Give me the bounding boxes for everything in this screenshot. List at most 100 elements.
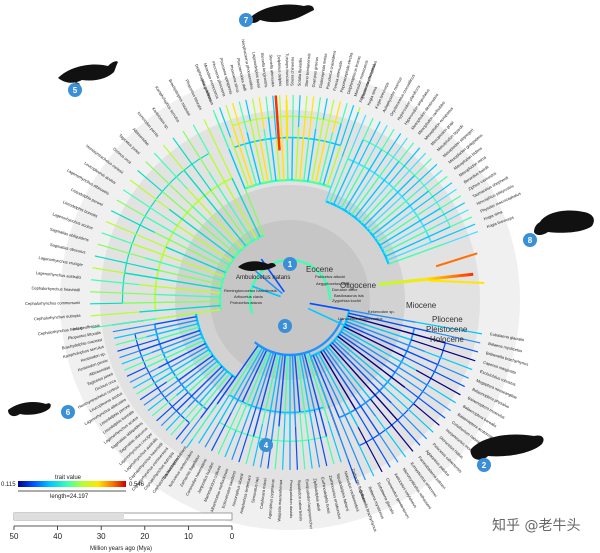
stem-radial-2	[255, 270, 283, 295]
era-label-pleistocene: Pleistocene	[426, 325, 468, 334]
river-dolphin-clade-backbone	[194, 313, 237, 379]
mysticete-clade-tip-branch	[424, 350, 473, 371]
delphinid-clade-branch	[132, 243, 225, 278]
physeter-branch	[435, 252, 478, 268]
mysticete-clade-tip-branch	[357, 426, 383, 473]
mysticete-clade-tip-branch	[415, 321, 483, 335]
stem-odontocete-clade-tip-branch	[327, 405, 349, 460]
ziphiid-clade-tip-branch	[436, 209, 469, 227]
river-dolphin-clade-tip-branch	[117, 338, 159, 352]
tip-label: Lagenorhynchus australis	[36, 270, 82, 280]
mysticete-clade-branch	[315, 353, 360, 446]
delphinoid-top-clade-branch	[303, 138, 310, 181]
tip-label: Tursiops truncatus	[285, 53, 291, 86]
tip-label: Stenella longirostris	[260, 52, 269, 87]
delphinid-clade-branch	[158, 269, 222, 286]
delphinid-clade-branch	[183, 169, 247, 247]
stem-odontocete-clade-branch	[255, 352, 275, 408]
delphinid-clade-branch	[231, 177, 261, 238]
ziphiid-clade-tip-branch	[414, 158, 432, 176]
ziphiid-clade-branch	[336, 163, 360, 207]
highlight-yellow-branch	[285, 100, 289, 141]
ziphiid-clade-branch	[344, 149, 383, 211]
delphinoid-top-clade-branch	[229, 137, 250, 188]
river-dolphin-clade-tip-branch	[121, 352, 152, 365]
tip-label: Stenella attenuata	[268, 54, 276, 87]
river-dolphin-clade-tip-branch	[165, 406, 189, 431]
clade-badge-1: 1	[283, 257, 297, 271]
delphinid-clade-tip-branch	[90, 302, 123, 305]
delphinid-clade-branch	[139, 304, 221, 313]
river-dolphin-clade-tip-branch	[139, 381, 168, 401]
delphinid-clade-tip-branch	[182, 130, 210, 173]
watermark: 知乎 @老牛头	[492, 517, 580, 534]
mysticete-clade-tip-branch	[397, 419, 421, 446]
mysticete-clade-branch	[317, 352, 359, 428]
river-dolphin-clade-branch	[200, 375, 234, 419]
ziphiid-clade-tip-branch	[358, 121, 381, 165]
stem-radial-5	[307, 307, 350, 329]
ziphiid-clade-branch	[363, 174, 416, 227]
legend-colorbar	[18, 481, 126, 487]
tip-label: Steno bredanensis	[304, 53, 312, 87]
porpoise-silhouette-icon-6	[8, 402, 51, 417]
ziphiid-clade-tip-branch	[422, 202, 466, 227]
center-label-artiocetus: Artiocetus clavis	[234, 294, 263, 299]
mysticete-clade-branch	[348, 312, 431, 333]
delphinoid-top-clade-branch	[228, 149, 246, 190]
mysticete-clade-tip-branch	[394, 371, 451, 412]
tip-label: Phocoena sinus	[229, 64, 241, 93]
stem-radial-1	[252, 285, 281, 298]
ziphiid-clade-tip-branch	[398, 142, 415, 162]
delphinoid-top-clade-branch	[307, 128, 317, 182]
delphinoid-top-clade-tip-branch	[322, 98, 328, 120]
delphinid-clade-tip-branch	[162, 144, 185, 171]
delphinid-clade-branch	[168, 208, 235, 259]
ziphiid-clade-branch	[366, 196, 403, 230]
delphinid-clade-tip-branch	[94, 255, 159, 271]
ziphiid-clade-tip-branch	[351, 114, 367, 149]
ziphiid-clade-branch	[385, 226, 451, 258]
mysticete-clade-branch	[339, 333, 396, 373]
mysticete-clade-branch	[343, 326, 405, 358]
stem-odontocete-clade-tip-branch	[307, 439, 313, 469]
stem-odontocete-clade-tip-branch	[252, 423, 264, 467]
delphinoid-top-clade-branch	[322, 123, 342, 185]
stem-odontocete-clade-branch	[305, 352, 329, 422]
svg-text:5: 5	[73, 86, 78, 95]
ziphiid-clade-branch	[351, 166, 387, 216]
ziphiid-clade-tip-branch	[401, 152, 427, 180]
mysticete-clade-tip-branch	[383, 386, 434, 433]
ziphiid-clade-branch	[360, 178, 403, 224]
mysticete-clade-branch	[320, 351, 357, 410]
ziphiid-clade-tip-branch	[381, 128, 395, 150]
stem-odontocete-clade-tip-branch	[231, 419, 248, 460]
ziphiid-clade-branch	[340, 156, 371, 209]
tip-label: Squalodon calvertensis	[297, 480, 304, 522]
time-axis-tick-label: 40	[53, 532, 62, 541]
delphinoid-top-clade-tip-branch	[231, 103, 246, 145]
stem-odontocete-clade-tip-branch	[210, 412, 232, 452]
delphinid-clade-tip-branch	[97, 243, 145, 259]
delphinid-clade-branch	[156, 309, 221, 320]
delphinoid-top-clade-tip-branch	[212, 109, 230, 150]
ziphiid-clade-branch	[374, 209, 414, 239]
delphinid-clade-branch	[176, 224, 232, 262]
tip-label: Cotylocara macei	[259, 478, 268, 509]
delphinid-clade-tip-branch	[153, 152, 188, 190]
delphinid-clade-branch	[186, 188, 244, 250]
mysticete-clade-tip-branch	[415, 369, 461, 396]
stem-odontocete-clade-branch	[235, 350, 270, 431]
river-dolphin-clade-branch	[146, 322, 199, 338]
mysticete-clade-tip-branch	[426, 384, 457, 404]
ziphiid-clade-tip-branch	[401, 163, 438, 197]
baleen-whale-silhouette-icon-2	[470, 434, 544, 460]
delphinoid-top-clade-branch	[280, 127, 285, 181]
tip-label: Cephalorhynchus commersonii	[25, 300, 80, 306]
ziphiid-clade-branch	[386, 241, 432, 261]
time-axis-tick-label: 20	[140, 532, 149, 541]
stem-odontocete-clade-branch	[230, 348, 266, 413]
era-label-miocene: Miocene	[406, 301, 437, 310]
mysticete-clade-tip-branch	[369, 398, 414, 452]
